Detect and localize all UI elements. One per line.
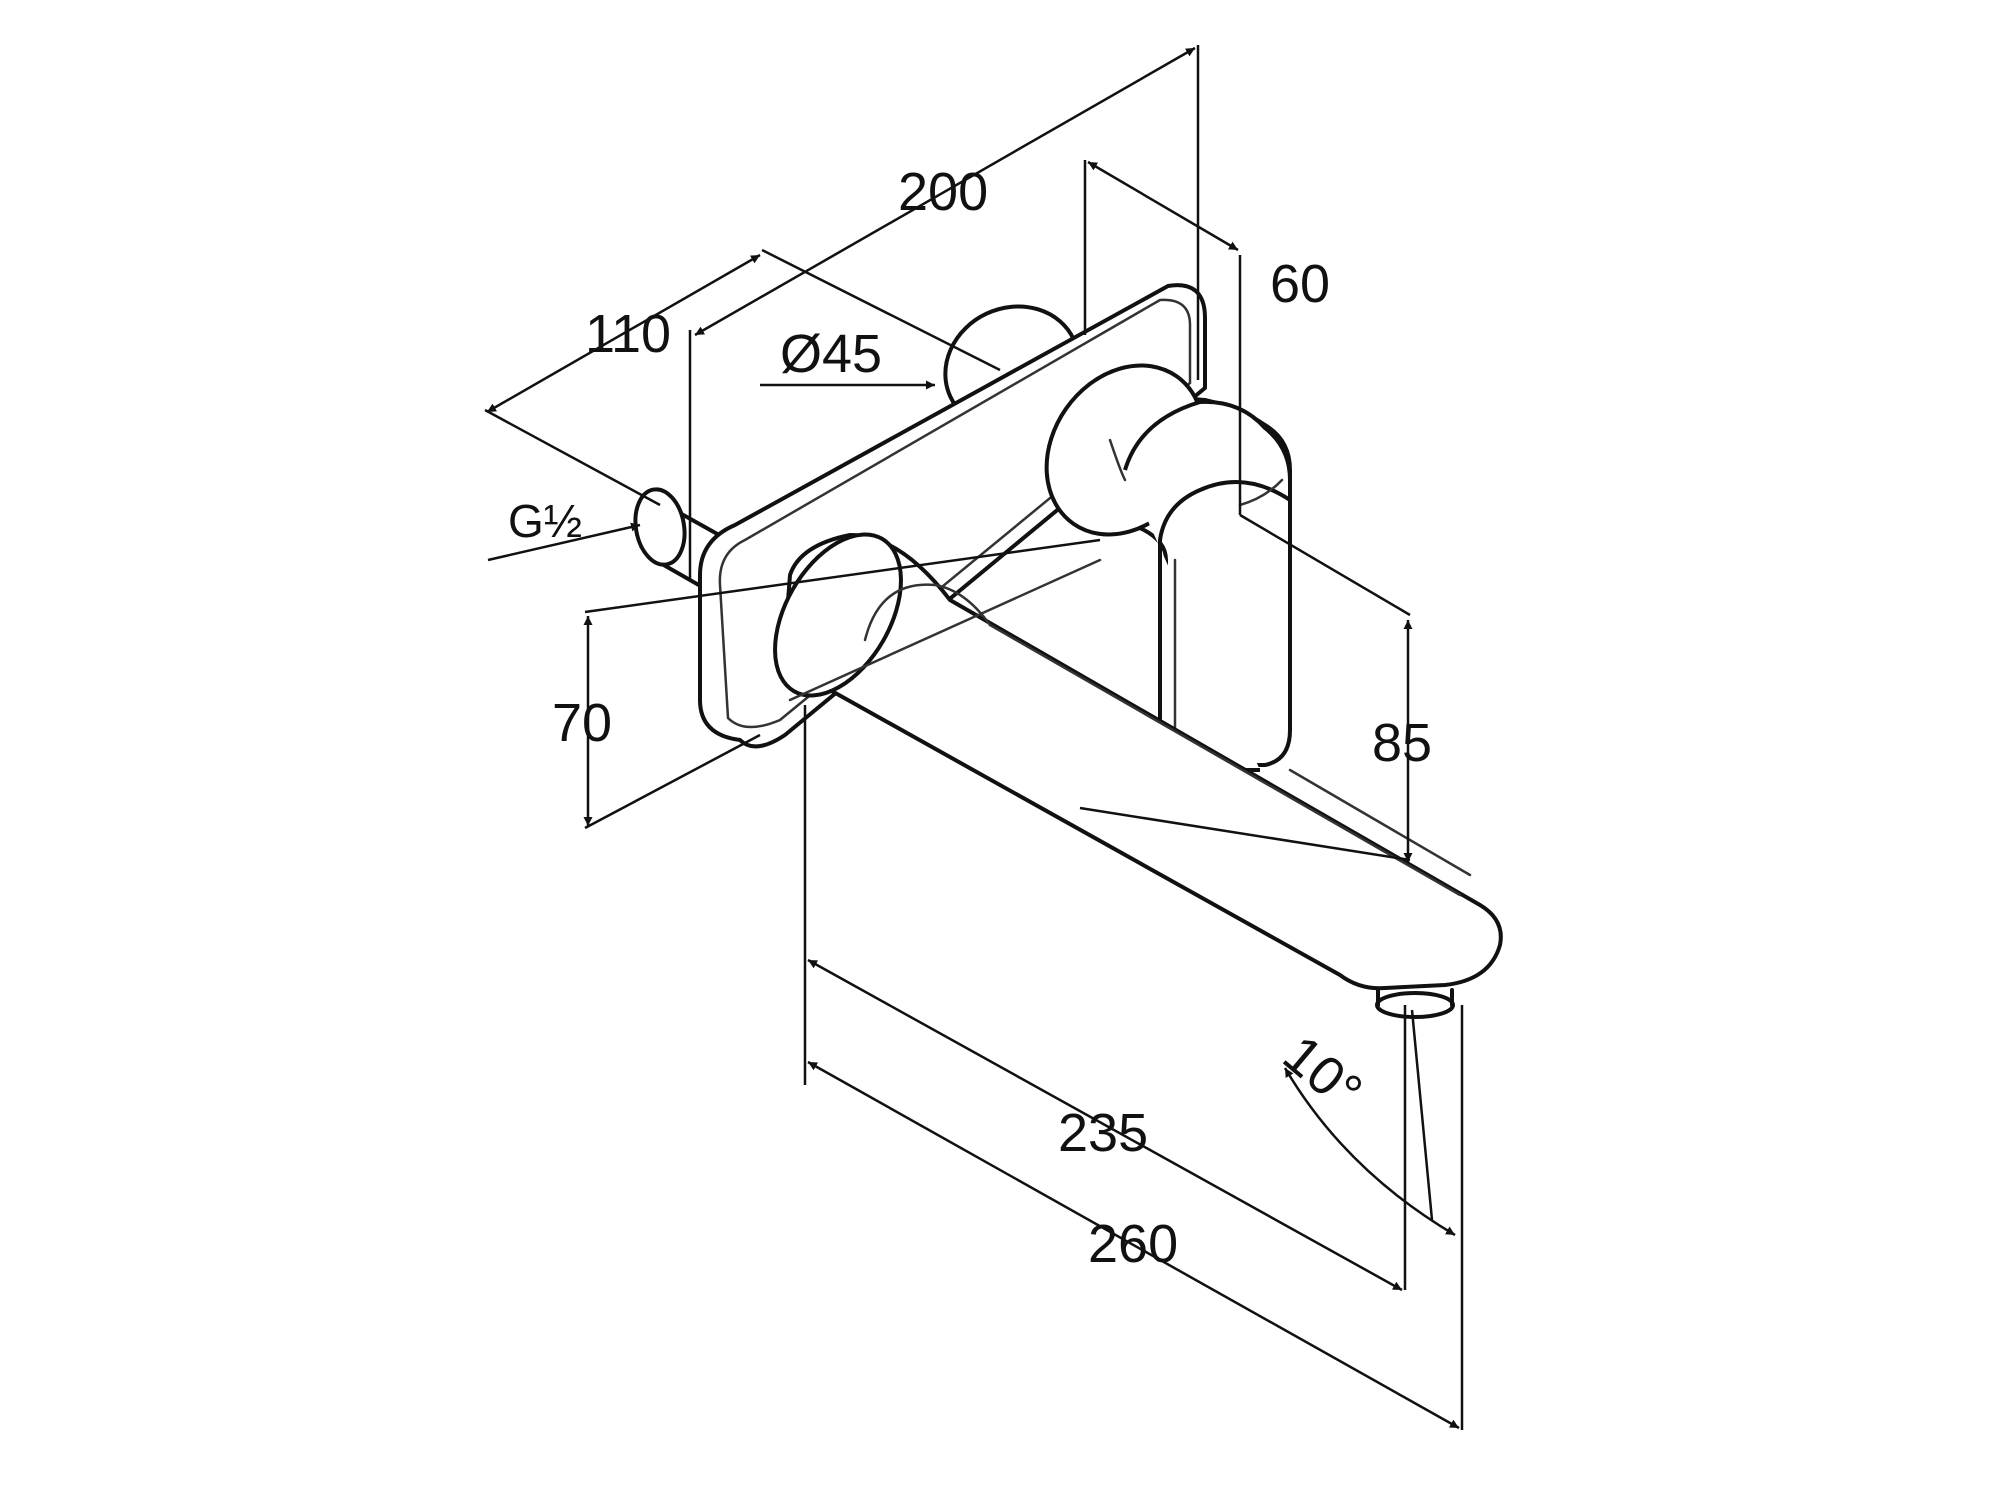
label-offset-depth: 110 [585,304,671,364]
faucet-body [633,283,1503,1019]
spout [773,532,1503,1019]
label-connection-thread: G½ [508,495,582,547]
dimension-labels: 200 110 60 Ø45 G½ 70 85 235 260 10° [508,162,1432,1274]
label-spout-clearance: 85 [1372,713,1432,773]
label-rosette-diameter: Ø45 [780,324,882,384]
aerator [1375,991,1455,1019]
dimension-lines [484,45,1464,1430]
label-plate-height: 70 [552,693,612,753]
label-spout-projection-inner: 235 [1058,1103,1148,1163]
label-spout-projection-outer: 260 [1088,1214,1178,1274]
label-spout-angle: 10° [1272,1024,1373,1122]
label-lever-depth: 60 [1270,254,1330,314]
label-overall-depth: 200 [898,162,988,222]
